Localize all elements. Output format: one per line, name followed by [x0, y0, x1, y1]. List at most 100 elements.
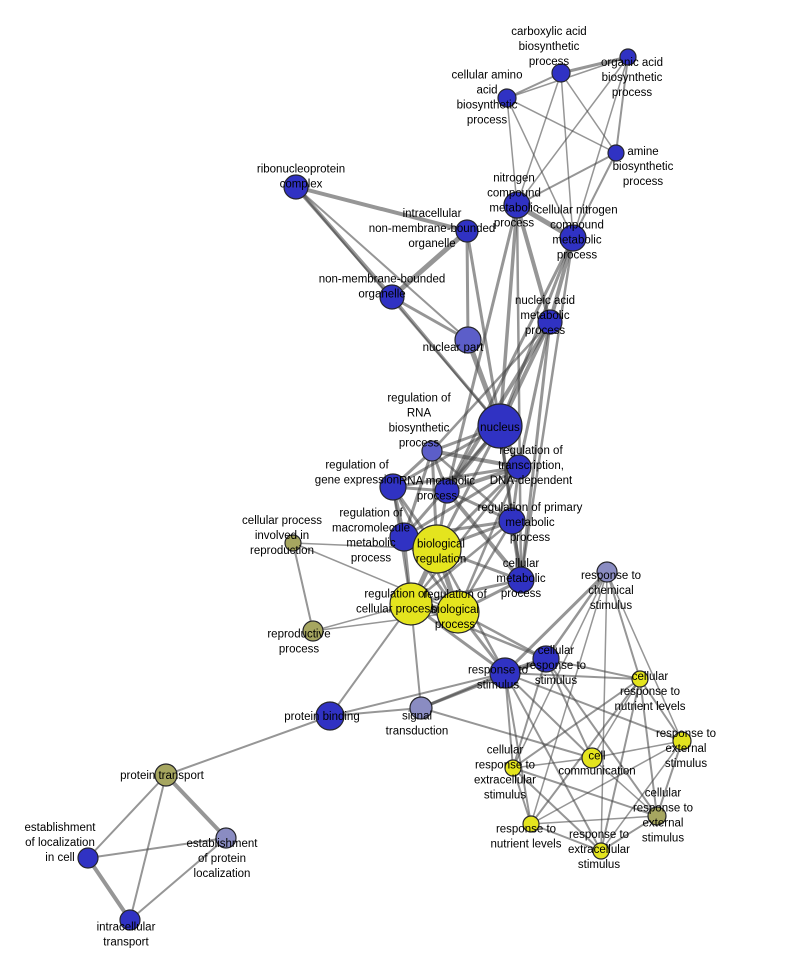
- edge-cellamino-amine: [506, 97, 617, 154]
- node-sigtrans[interactable]: [409, 696, 433, 720]
- node-cellmetab[interactable]: [507, 566, 535, 594]
- edge-carboxylic-organic: [559, 55, 630, 75]
- edge-intranmb-nmb: [389, 228, 470, 300]
- edge-sigtrans-protbind: [329, 707, 422, 717]
- node-reprod[interactable]: [302, 620, 324, 642]
- edge-regtrans-rnametab: [445, 465, 521, 493]
- node-cellamino[interactable]: [497, 88, 517, 108]
- node-estloc[interactable]: [77, 847, 99, 869]
- node-reggene[interactable]: [379, 473, 407, 501]
- node-regtrans[interactable]: [506, 454, 532, 480]
- node-nitrogen[interactable]: [503, 191, 531, 219]
- edge-organic-amine: [615, 56, 629, 154]
- edge-respchem-cellrespnutrient: [606, 571, 641, 680]
- node-amine[interactable]: [607, 144, 625, 162]
- edge-respext-cellcomm: [591, 740, 683, 759]
- node-respextra[interactable]: [592, 842, 610, 860]
- edge-regcell-protbind: [329, 603, 412, 717]
- edge-regRNAbio-regprimary: [430, 449, 514, 523]
- node-regprimary[interactable]: [498, 507, 526, 535]
- edge-intranmb-nuclearpart: [465, 229, 470, 342]
- edge-nitrogen-nucleus: [498, 203, 519, 428]
- edge-respstim-cellrespnutrient: [504, 672, 641, 680]
- node-cellrespnutrient[interactable]: [631, 670, 649, 688]
- node-bioreg[interactable]: [412, 524, 462, 574]
- edge-rnametab-cellmetab: [445, 489, 523, 582]
- edge-carboxylic-cellnitrogen: [560, 72, 574, 239]
- edge-cellnitrogen-nucleus: [498, 236, 575, 428]
- edge-amine-nitrogen: [516, 152, 617, 206]
- edge-prottrans-estloc: [87, 774, 167, 859]
- edge-nucleicacid-regRNAbio: [430, 320, 552, 453]
- edge-regRNAbio-regmacro: [402, 449, 434, 539]
- edge-rnp-nuclearpart: [295, 186, 469, 341]
- node-intratrans[interactable]: [119, 909, 141, 931]
- edge-respext-cellrespext: [656, 740, 683, 817]
- edge-respstim-protbind: [329, 672, 506, 717]
- node-respext[interactable]: [672, 731, 692, 751]
- edge-cellcomm-sigtrans: [420, 707, 593, 759]
- edge-estloc-estprotloc: [87, 837, 227, 859]
- node-regcell[interactable]: [389, 582, 433, 626]
- node-nmb[interactable]: [379, 284, 405, 310]
- edge-cellrespnutrient-cellrespextra: [512, 678, 641, 769]
- node-cellresp[interactable]: [532, 645, 560, 673]
- edge-regRNAbio-regtrans: [430, 449, 521, 469]
- node-cellrespextra[interactable]: [504, 759, 522, 777]
- node-prottrans[interactable]: [154, 763, 178, 787]
- edge-respchem-respstim: [503, 570, 609, 675]
- edge-nmb-nuclearpart: [390, 295, 470, 342]
- node-estprotloc[interactable]: [215, 827, 237, 849]
- node-intranmb[interactable]: [455, 219, 479, 243]
- node-carboxylic[interactable]: [551, 63, 571, 83]
- node-regRNAbio[interactable]: [421, 440, 443, 462]
- node-regbio[interactable]: [436, 590, 480, 634]
- edge-amine-cellnitrogen: [572, 152, 617, 239]
- edge-respext-respnutrient: [530, 740, 683, 825]
- node-nucleicacid[interactable]: [537, 309, 563, 335]
- edge-cellrespext-respnutrient: [530, 815, 658, 825]
- node-nucleus[interactable]: [477, 403, 523, 449]
- edge-organic-cellnitrogen: [572, 56, 629, 239]
- edge-respext-respextra: [600, 740, 683, 852]
- edge-carboxylic-nitrogen: [516, 72, 562, 206]
- edge-respstim-respextra: [504, 672, 602, 852]
- edge-cellamino-cellnitrogen: [506, 97, 574, 239]
- edge-regbio-reprod: [312, 611, 459, 632]
- node-cpir[interactable]: [284, 534, 302, 552]
- edge-respstim-cellcomm: [504, 672, 593, 759]
- edge-respnutrient-respextra: [530, 823, 602, 852]
- node-cellnitrogen[interactable]: [559, 224, 587, 252]
- edge-prottrans-estprotloc: [164, 773, 228, 840]
- node-organic[interactable]: [619, 48, 637, 66]
- edge-carboxylic-amine: [560, 72, 617, 154]
- edge-regtrans-regcell: [409, 465, 521, 606]
- node-rnametab[interactable]: [434, 478, 460, 504]
- edge-respchem-cellresp: [544, 570, 609, 661]
- node-cellrespext[interactable]: [647, 806, 667, 826]
- edge-nmb-nucleus: [390, 295, 502, 428]
- edge-intranmb-nucleus: [465, 229, 502, 428]
- node-cellcomm[interactable]: [581, 747, 603, 769]
- edge-respchem-respext: [606, 571, 683, 742]
- edge-nitrogen-rnametab: [445, 203, 519, 493]
- edge-carboxylic-cellamino: [506, 72, 562, 99]
- edge-regtrans-regmacro: [402, 465, 521, 539]
- node-rnp[interactable]: [283, 174, 309, 200]
- edge-rnp-intranmb: [294, 185, 469, 233]
- edge-cellamino-nitrogen: [506, 97, 518, 206]
- edge-cellresp-cellcomm: [545, 658, 593, 759]
- node-respstim[interactable]: [489, 657, 521, 689]
- node-respnutrient[interactable]: [522, 815, 540, 833]
- edge-protbind-prottrans: [165, 715, 331, 776]
- edge-cellnitrogen-cellmetab: [519, 236, 575, 582]
- node-nuclearpart[interactable]: [454, 326, 482, 354]
- node-protbind[interactable]: [315, 701, 345, 731]
- edge-nucleicacid-cellmetab: [519, 320, 552, 582]
- edge-cpir-reprod: [292, 542, 314, 632]
- edge-respstim-respext: [504, 672, 683, 742]
- node-respchem[interactable]: [596, 561, 618, 583]
- edge-cellrespextra-cellcomm: [512, 757, 593, 769]
